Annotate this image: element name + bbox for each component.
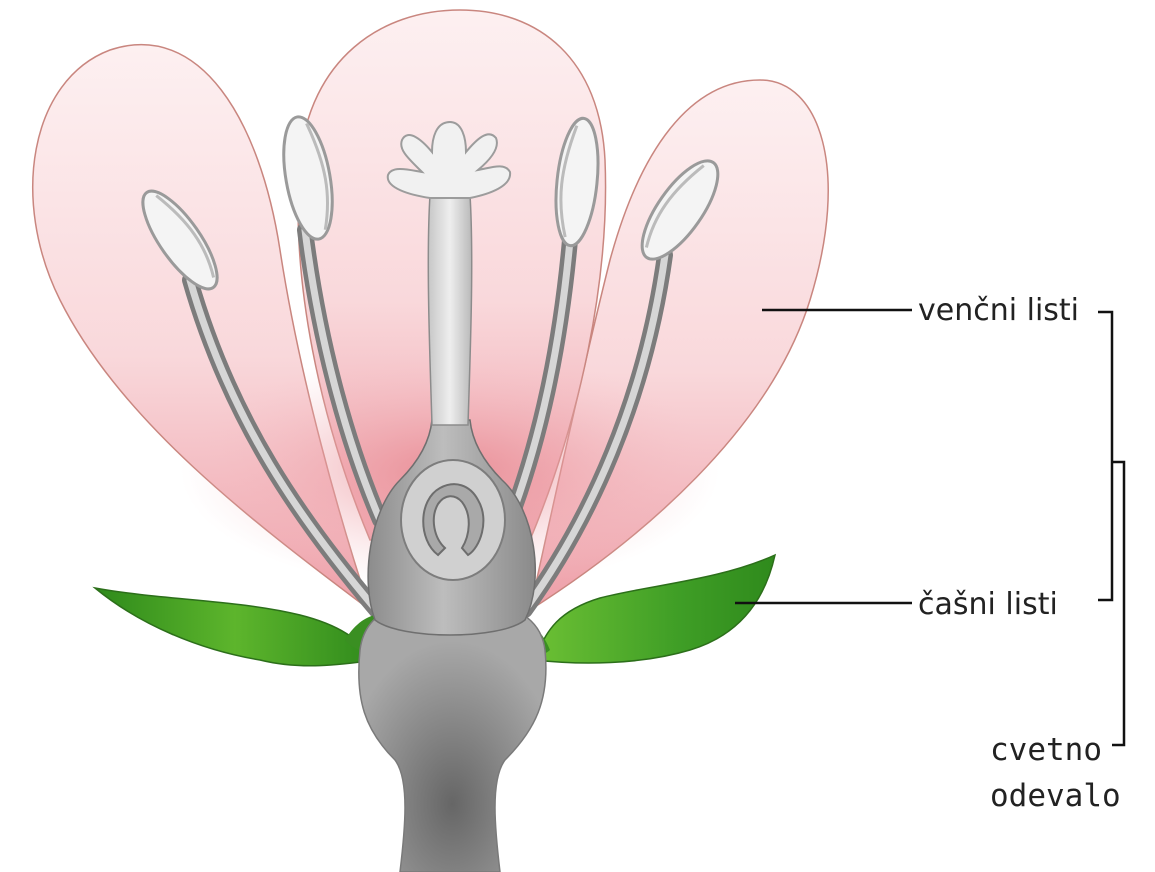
label-petals: venčni listi	[918, 293, 1079, 328]
label-perianth-line1: cvetno	[990, 732, 1102, 768]
ovary-chamber	[401, 460, 505, 580]
label-perianth-line2: odevalo	[990, 778, 1121, 814]
sepal-left	[95, 588, 375, 666]
style	[428, 195, 471, 425]
bracket-perianth	[1112, 462, 1124, 745]
annotation-lines	[735, 310, 1124, 745]
flower-stalk	[359, 600, 546, 872]
bracket-petals-sepals	[1098, 312, 1112, 600]
label-sepals: čašni listi	[918, 587, 1058, 622]
